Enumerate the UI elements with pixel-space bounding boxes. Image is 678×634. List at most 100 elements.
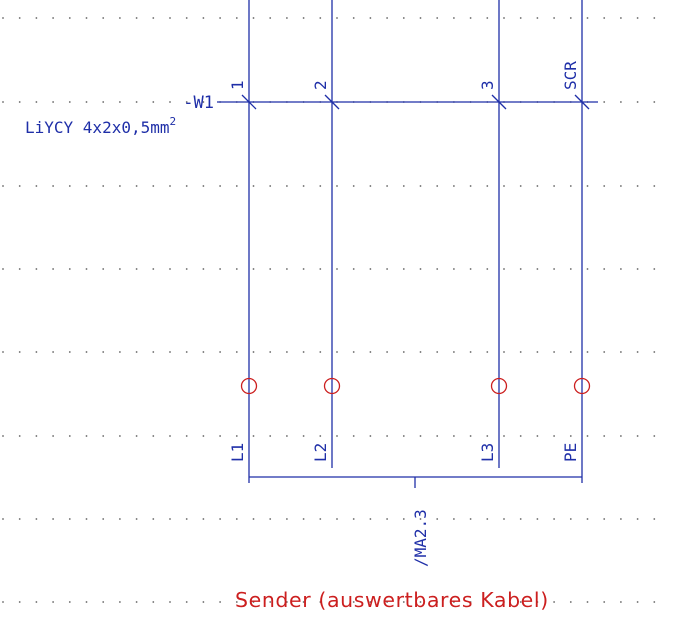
- grid-dot: [453, 17, 455, 19]
- grid-dot: [503, 435, 505, 437]
- grid-dot: [302, 518, 305, 520]
- grid-dot: [269, 17, 272, 19]
- grid-dot: [569, 351, 572, 353]
- grid-dot: [369, 185, 372, 187]
- grid-dot: [553, 435, 555, 437]
- grid-dot: [102, 518, 105, 520]
- grid-dot: [336, 601, 338, 603]
- grid-dot: [453, 601, 455, 603]
- grid-dot: [135, 351, 138, 353]
- conductor-label-l3: L3: [478, 443, 497, 462]
- grid-dot: [436, 268, 439, 270]
- grid-dot: [620, 268, 622, 270]
- grid-dot: [252, 351, 255, 353]
- grid-dot: [185, 17, 188, 19]
- cable-tick-scr: [574, 94, 590, 110]
- grid-dot: [152, 435, 155, 437]
- grid-dot: [85, 518, 88, 520]
- grid-dot: [235, 17, 238, 19]
- grid-dot: [119, 351, 121, 353]
- grid-dot: [419, 17, 422, 19]
- grid-dot: [620, 518, 622, 520]
- grid-dot: [102, 185, 105, 187]
- grid-dot: [336, 185, 338, 187]
- cross-reference[interactable]: /MA2.3: [411, 509, 430, 567]
- grid-dot: [503, 185, 505, 187]
- grid-dot: [169, 518, 171, 520]
- grid-dot: [286, 351, 288, 353]
- grid-dot: [469, 351, 472, 353]
- grid-dot: [486, 601, 489, 603]
- grid-dot: [603, 101, 606, 103]
- grid-dot: [486, 435, 489, 437]
- grid-dot: [553, 351, 555, 353]
- terminal-pe[interactable]: [573, 377, 591, 395]
- grid-dot: [352, 518, 355, 520]
- grid-dot: [453, 518, 455, 520]
- grid-dot: [586, 601, 589, 603]
- grid-dot: [486, 268, 489, 270]
- conductor-number-1: 1: [228, 80, 247, 90]
- terminal-2[interactable]: [323, 377, 341, 395]
- cable-tick-2: [324, 94, 340, 110]
- grid-dot: [18, 17, 21, 19]
- grid-dot: [35, 518, 38, 520]
- grid-dot: [252, 17, 255, 19]
- grid-dots: [2, 17, 656, 603]
- grid-dot: [52, 17, 54, 19]
- grid-dot: [586, 518, 589, 520]
- grid-dot: [235, 185, 238, 187]
- grid-dot: [402, 17, 405, 19]
- grid-dot: [336, 518, 338, 520]
- grid-dot: [503, 351, 505, 353]
- terminal-3[interactable]: [490, 377, 508, 395]
- grid-dot: [519, 601, 522, 603]
- cable-type-superscript: 2: [170, 115, 177, 128]
- grid-dot: [68, 601, 71, 603]
- grid-dot: [336, 268, 338, 270]
- conductor-label-l1: L1: [228, 443, 247, 462]
- grid-dot: [519, 268, 522, 270]
- grid-dot: [553, 17, 555, 19]
- grid-dot: [636, 518, 639, 520]
- grid-dot: [18, 351, 21, 353]
- grid-dot: [519, 17, 522, 19]
- grid-dot: [553, 518, 555, 520]
- grid-dot: [486, 351, 489, 353]
- grid-dot: [2, 601, 4, 603]
- grid-dot: [636, 185, 639, 187]
- grid-dot: [152, 101, 155, 103]
- grid-dot: [536, 268, 539, 270]
- grid-dot: [235, 268, 238, 270]
- grid-dot: [219, 185, 222, 187]
- grid-dot: [486, 185, 489, 187]
- grid-dot: [18, 101, 21, 103]
- grid-dot: [68, 351, 71, 353]
- grid-dot: [219, 17, 222, 19]
- grid-dot: [2, 101, 4, 103]
- grid-dot: [202, 268, 205, 270]
- grid-dot: [302, 185, 305, 187]
- grid-dot: [519, 351, 522, 353]
- grid-dot: [569, 185, 572, 187]
- grid-dot: [653, 185, 656, 187]
- grid-dot: [185, 601, 188, 603]
- grid-dot: [286, 268, 288, 270]
- grid-dot: [402, 435, 405, 437]
- grid-dot: [152, 268, 155, 270]
- grid-dot: [369, 351, 372, 353]
- grid-dot: [469, 185, 472, 187]
- grid-dot: [202, 518, 205, 520]
- grid-dot: [653, 101, 656, 103]
- grid-dot: [603, 185, 606, 187]
- grid-dot: [352, 17, 355, 19]
- grid-dot: [536, 185, 539, 187]
- grid-dot: [419, 351, 422, 353]
- grid-dot: [503, 268, 505, 270]
- grid-dot: [553, 185, 555, 187]
- grid-dot: [553, 268, 555, 270]
- grid-dot: [185, 351, 188, 353]
- terminal-1[interactable]: [240, 377, 258, 395]
- grid-dot: [102, 101, 105, 103]
- grid-dot: [68, 101, 71, 103]
